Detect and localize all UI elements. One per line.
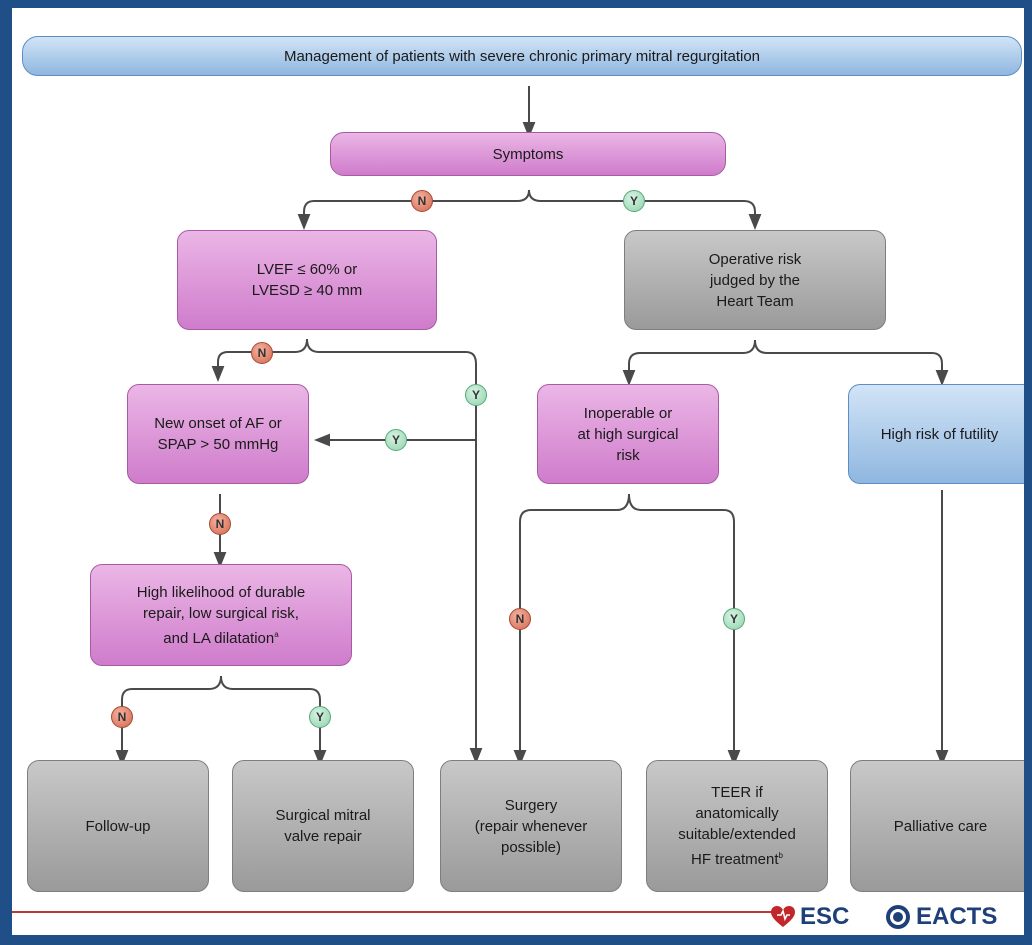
node-high-likelihood-repair: High likelihood of durable repair, low s…	[90, 564, 352, 666]
branch-symptoms-no	[297, 189, 530, 230]
branch-lvef-no	[211, 338, 308, 382]
branch-lvef-yes	[306, 338, 483, 764]
badge-yes-likelihood: Y	[309, 706, 331, 728]
outcome-palliative-care: Palliative care	[850, 760, 1024, 892]
esc-logo-text: ESC	[800, 903, 850, 930]
branch-inoperable-yes	[628, 493, 741, 766]
eacts-emblem-icon	[886, 905, 910, 929]
branch-operative-left	[622, 339, 756, 386]
badge-no-symptoms: N	[411, 190, 433, 212]
branch-symptoms-yes	[528, 189, 762, 230]
node-inoperable: Inoperable or at high surgical risk	[537, 384, 719, 484]
node-lvef-lvesd: LVEF ≤ 60% or LVESD ≥ 40 mm	[177, 230, 437, 330]
badge-yes-inoperable: Y	[723, 608, 745, 630]
eacts-logo-text: EACTS	[916, 903, 998, 930]
diagram-title: Management of patients with severe chron…	[22, 36, 1022, 76]
footnote-a: a	[274, 629, 279, 639]
badge-no-new-onset: N	[209, 513, 231, 535]
footnote-b: b	[778, 851, 783, 860]
badge-no-lvef: N	[251, 342, 273, 364]
outcome-follow-up: Follow-up	[27, 760, 209, 892]
outcome-teer: TEER if anatomically suitable/extended H…	[646, 760, 828, 892]
outcome-surgery: Surgery (repair whenever possible)	[440, 760, 622, 892]
branch-inoperable-no	[513, 493, 630, 766]
badge-no-likelihood: N	[111, 706, 133, 728]
branch-likelihood-no	[115, 675, 222, 766]
node-new-onset-af: New onset of AF or SPAP > 50 mmHg	[127, 384, 309, 484]
branch-likelihood-yes	[220, 675, 327, 766]
outcome-surgical-mitral-valve-repair: Surgical mitral valve repair	[232, 760, 414, 892]
badge-yes-new-onset: Y	[385, 429, 407, 451]
badge-yes-lvef: Y	[465, 384, 487, 406]
branch-operative-right	[754, 339, 949, 386]
connector-lines	[115, 86, 949, 766]
node-symptoms: Symptoms	[330, 132, 726, 176]
badge-yes-symptoms: Y	[623, 190, 645, 212]
node-operative-risk: Operative risk judged by the Heart Team	[624, 230, 886, 330]
heart-icon	[771, 906, 795, 927]
footer-divider	[12, 911, 772, 913]
badge-no-inoperable: N	[509, 608, 531, 630]
node-high-risk-futility: High risk of futility	[848, 384, 1024, 484]
eacts-logo: EACTS	[884, 903, 997, 931]
teer-text: TEER if anatomically suitable/extended H…	[678, 784, 796, 868]
high-likelihood-text: High likelihood of durable repair, low s…	[136, 583, 306, 647]
diagram-canvas: Management of patients with severe chron…	[12, 8, 1024, 935]
esc-logo: ESC	[770, 903, 849, 931]
